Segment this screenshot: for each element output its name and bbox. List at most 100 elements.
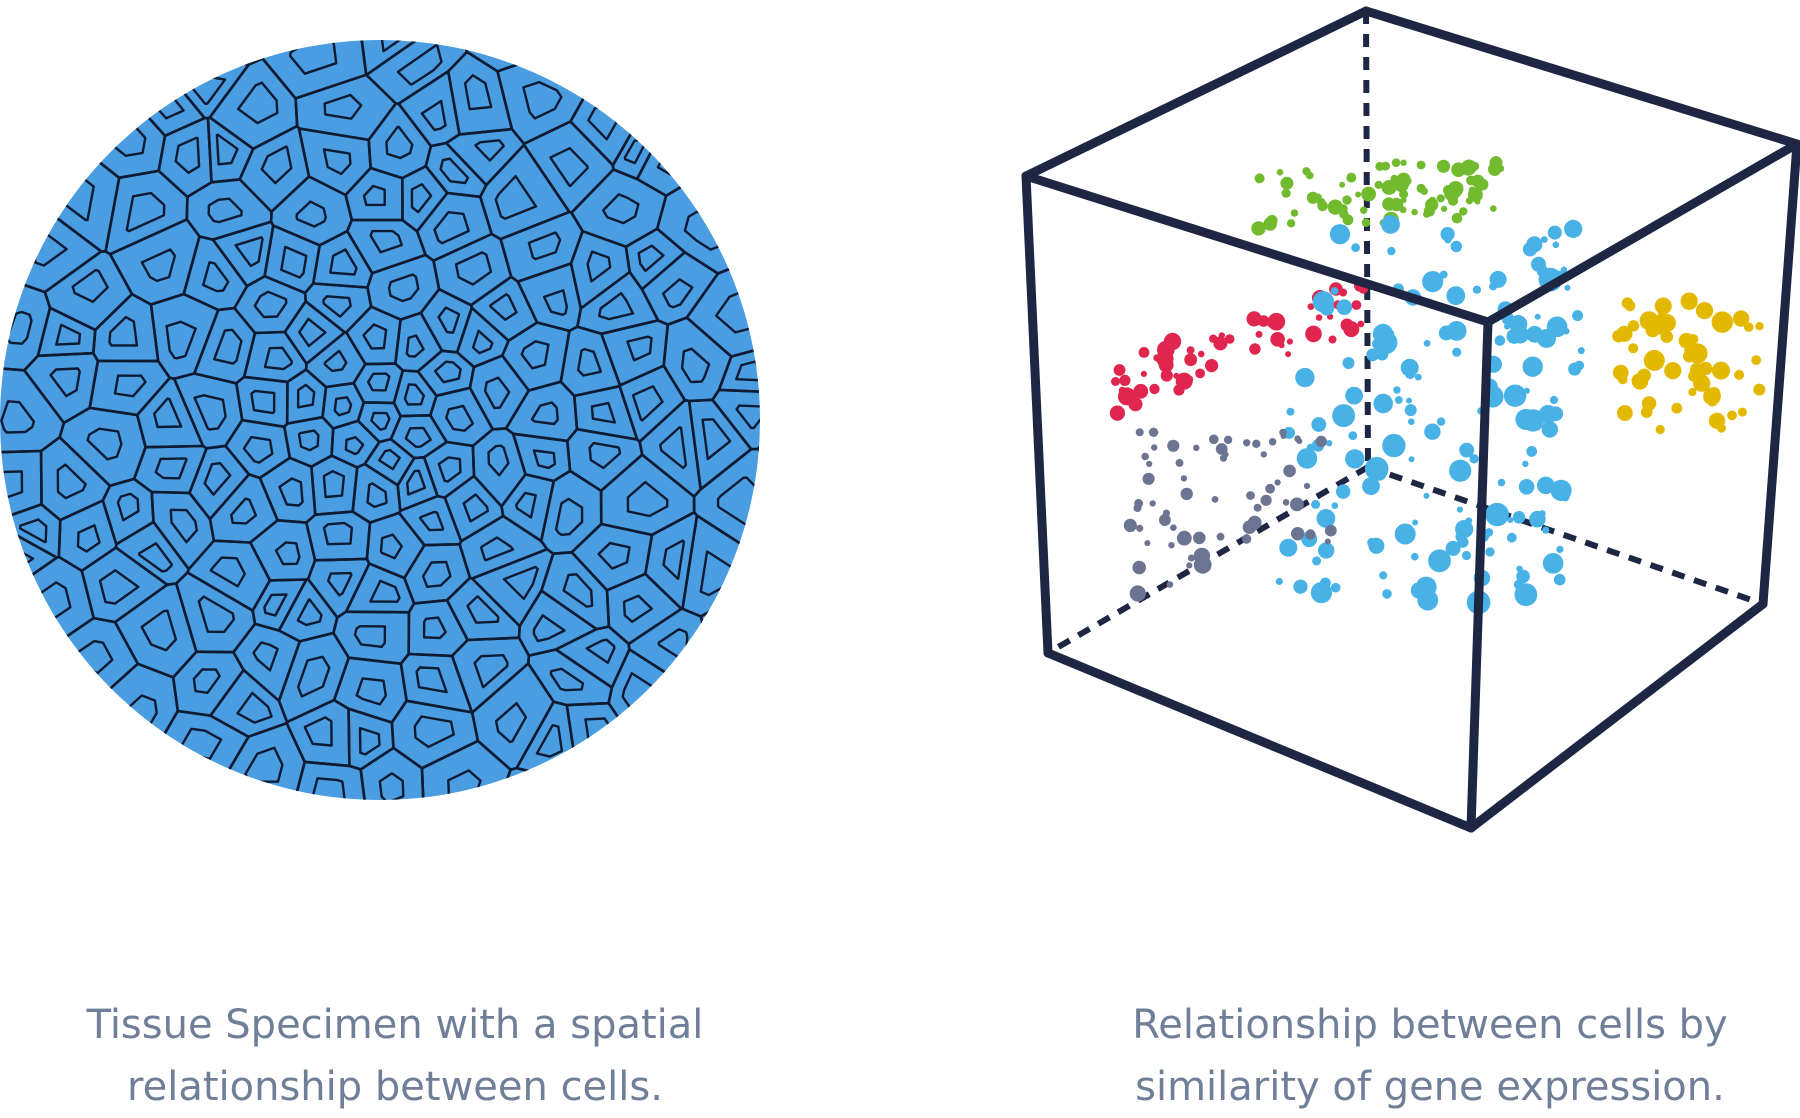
cell-wall — [293, 760, 368, 800]
cell-nucleus — [329, 248, 358, 276]
cell-point — [1327, 199, 1343, 215]
cell-point — [1357, 320, 1365, 328]
cell-point — [1119, 374, 1131, 386]
cell-point — [1423, 492, 1430, 499]
cell-nucleus — [322, 521, 353, 546]
cell-point — [1436, 417, 1446, 426]
cell-point — [1732, 310, 1750, 327]
cell-point — [1307, 303, 1315, 310]
cell-point — [1727, 410, 1737, 421]
cell-nucleus — [378, 772, 405, 800]
cell-point — [1303, 482, 1311, 490]
cell-nucleus — [592, 792, 663, 800]
cell-point — [1242, 520, 1257, 534]
cell-nucleus — [0, 243, 14, 277]
cell-point — [1118, 367, 1126, 375]
cell-nucleus — [701, 418, 732, 461]
cell-point — [1346, 172, 1357, 183]
cell-wall — [0, 653, 82, 800]
cell-point — [1422, 271, 1444, 293]
cell-point — [1275, 577, 1283, 586]
cell-point — [1406, 397, 1412, 404]
cell-point — [1260, 451, 1268, 458]
cube-edge — [1466, 599, 1768, 833]
cell-nucleus — [380, 40, 421, 53]
cube-edge — [1021, 171, 1493, 327]
cell-nucleus — [367, 372, 391, 392]
cell-point — [1399, 206, 1407, 214]
cell-point — [1450, 240, 1463, 253]
cell-nucleus — [532, 449, 556, 470]
cell-nucleus — [420, 99, 447, 132]
cell-point — [1345, 386, 1363, 405]
cell-nucleus — [152, 397, 183, 429]
expression-cube — [1021, 6, 1800, 833]
cell-point — [1170, 524, 1177, 531]
cell-clusters — [1109, 156, 1766, 615]
cell-nucleus — [274, 541, 301, 566]
cell-point — [1330, 287, 1339, 295]
cell-point — [1382, 433, 1406, 458]
cell-point — [1411, 552, 1419, 561]
cell-nucleus — [263, 346, 293, 371]
cell-nucleus — [562, 573, 594, 608]
cell-nucleus — [108, 315, 139, 347]
cell-nucleus — [479, 0, 530, 34]
cell-nucleus — [489, 293, 518, 321]
cell-nucleus — [535, 724, 564, 758]
cell-nucleus — [626, 335, 653, 362]
cell-nucleus — [0, 400, 36, 434]
cell-nucleus — [309, 841, 349, 878]
cell-point — [1351, 243, 1360, 253]
cell-nucleus — [212, 328, 243, 365]
cell-point — [1324, 524, 1337, 537]
cell-nucleus — [527, 231, 562, 261]
cell-point — [1526, 246, 1533, 254]
cell-nucleus — [396, 43, 443, 86]
cell-point — [1711, 311, 1734, 333]
cell-point — [1454, 473, 1461, 480]
cell-nucleus — [783, 583, 828, 653]
cell-point — [1522, 356, 1543, 377]
cell-point — [1160, 359, 1174, 372]
cell-point — [1737, 407, 1747, 417]
cell-point — [1529, 510, 1546, 528]
cell-point — [1375, 161, 1385, 171]
cell-point — [1531, 256, 1546, 272]
cell-nucleus — [786, 353, 829, 389]
cell-point — [1381, 215, 1400, 234]
cell-point — [1471, 174, 1485, 188]
cell-point — [1564, 219, 1583, 238]
cell-nucleus — [445, 404, 475, 432]
cell-wall — [36, 40, 158, 106]
cell-point — [1408, 456, 1415, 463]
cell-nucleus — [236, 691, 273, 724]
cell-point — [1373, 393, 1393, 414]
cell-point — [1572, 310, 1584, 322]
cell-point — [1688, 334, 1699, 345]
cell-nucleus — [253, 290, 288, 319]
cell-nucleus — [137, 542, 174, 573]
cell-nucleus — [775, 39, 824, 154]
cell-wall — [108, 40, 266, 66]
cell-point — [1379, 571, 1388, 580]
cell-point — [1316, 509, 1336, 528]
cell-point — [1133, 504, 1142, 512]
cell-point — [1374, 180, 1383, 189]
cell-nucleus — [296, 383, 316, 409]
cell-point — [1329, 224, 1351, 245]
cell-point — [1148, 427, 1159, 437]
cell-point — [1311, 417, 1327, 432]
cell-nucleus — [165, 320, 197, 360]
cell-point — [1249, 343, 1261, 355]
cell-point — [1197, 350, 1205, 358]
cell-point — [1637, 368, 1651, 383]
cell-nucleus — [502, 565, 539, 601]
cell-point — [1708, 412, 1726, 429]
cell-nucleus — [278, 477, 304, 507]
cell-nucleus — [174, 136, 201, 175]
cell-point — [1168, 542, 1175, 549]
cell-nucleus — [387, 273, 420, 303]
cell-point — [1111, 377, 1120, 386]
cell-wall — [320, 0, 379, 29]
